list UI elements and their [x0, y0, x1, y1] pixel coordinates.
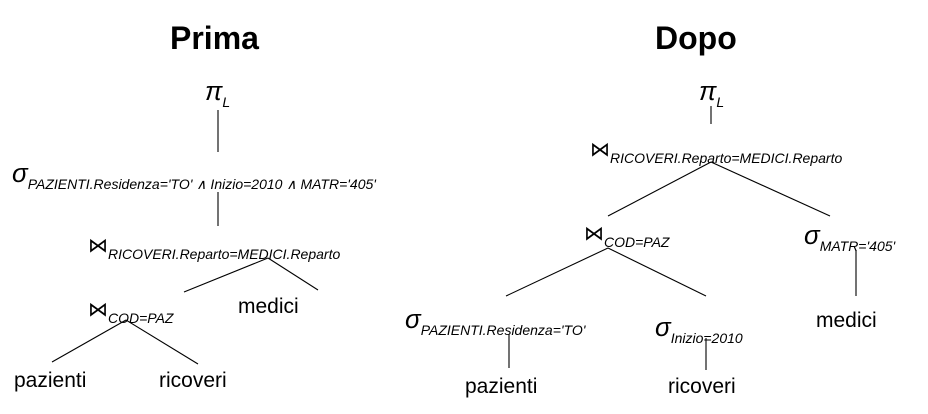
- projection-subscript: L: [716, 94, 725, 110]
- before-leaf-pazienti: pazienti: [14, 369, 87, 392]
- after-leaf-pazienti: pazienti: [465, 375, 538, 398]
- join-symbol: ⋈: [88, 299, 108, 321]
- after-select-residenza: σPAZIENTI.Residenza='TO': [405, 306, 585, 337]
- projection-symbol: π: [205, 76, 223, 106]
- selection-subscript: MATR='405': [819, 238, 896, 254]
- edge-after-join-selectmatr: [710, 161, 831, 217]
- selection-subscript: PAZIENTI.Residenza='TO' ∧ Inizio=2010 ∧ …: [27, 176, 376, 192]
- join-symbol: ⋈: [590, 139, 610, 161]
- join-symbol: ⋈: [88, 235, 108, 257]
- after-join-inner: ⋈COD=PAZ: [584, 218, 669, 249]
- title-after: Dopo: [655, 20, 737, 56]
- edge-after-join-innerjoin: [607, 161, 712, 217]
- before-join-inner: ⋈COD=PAZ: [88, 294, 173, 325]
- edge-before-innerjoin-ricoveri: [125, 319, 199, 365]
- join-subscript: COD=PAZ: [604, 234, 670, 250]
- after-leaf-ricoveri: ricoveri: [668, 375, 736, 398]
- title-before: Prima: [170, 20, 259, 56]
- selection-symbol: σ: [804, 220, 820, 250]
- after-select-matr: σMATR='405': [804, 222, 895, 253]
- after-projection: πL: [699, 78, 724, 109]
- after-leaf-medici: medici: [816, 309, 877, 332]
- projection-symbol: π: [699, 76, 717, 106]
- before-projection: πL: [205, 78, 230, 109]
- edge-after-innerjoin-selectresidenza: [505, 247, 609, 297]
- edge-before-join-medici: [267, 257, 319, 291]
- join-subscript: RICOVERI.Reparto=MEDICI.Reparto: [610, 150, 843, 166]
- after-select-inizio: σInizio=2010: [655, 314, 743, 345]
- projection-subscript: L: [222, 94, 231, 110]
- selection-symbol: σ: [12, 158, 28, 188]
- selection-symbol: σ: [405, 304, 421, 334]
- join-subscript: RICOVERI.Reparto=MEDICI.Reparto: [108, 246, 341, 262]
- before-leaf-ricoveri: ricoveri: [159, 369, 227, 392]
- before-selection: σPAZIENTI.Residenza='TO' ∧ Inizio=2010 ∧…: [12, 160, 376, 191]
- edge-before-join-innerjoin: [183, 257, 269, 293]
- join-symbol: ⋈: [584, 223, 604, 245]
- join-subscript: COD=PAZ: [108, 310, 174, 326]
- edge-after-innerjoin-selectinizio: [607, 247, 707, 297]
- selection-subscript: Inizio=2010: [670, 330, 743, 346]
- selection-symbol: σ: [655, 312, 671, 342]
- before-join-top: ⋈RICOVERI.Reparto=MEDICI.Reparto: [88, 230, 340, 261]
- selection-subscript: PAZIENTI.Residenza='TO': [420, 322, 586, 338]
- edge-before-innerjoin-pazienti: [51, 319, 127, 363]
- after-join-top: ⋈RICOVERI.Reparto=MEDICI.Reparto: [590, 134, 842, 165]
- before-leaf-medici: medici: [238, 295, 299, 318]
